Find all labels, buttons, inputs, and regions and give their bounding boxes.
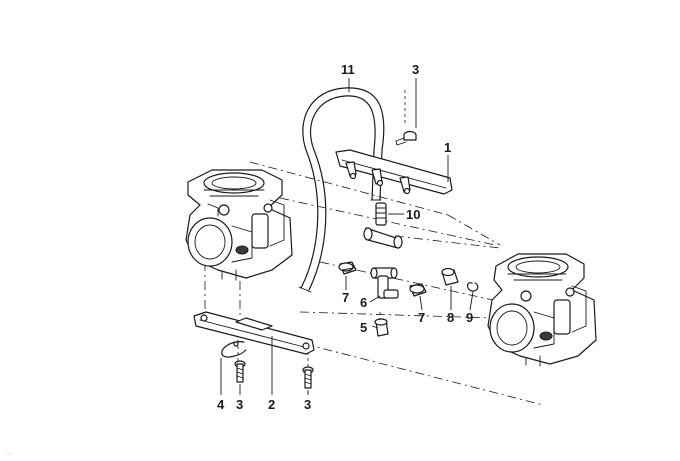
- callout-5: 5: [360, 320, 367, 335]
- tee-fitting-part-10: [363, 202, 403, 249]
- plug-part-5: [374, 318, 389, 337]
- callout-7-right: 7: [418, 310, 425, 325]
- screw-left-part-3: [234, 360, 246, 383]
- carburetor-left: [185, 169, 293, 281]
- callout-3-right: 3: [304, 397, 311, 412]
- screw-top-part-3: [395, 130, 417, 146]
- hose-part-11: [298, 87, 385, 293]
- callout-11: 11: [341, 62, 355, 77]
- callout-labels: 11 3 1 10 7 6 7 8 9 5 4 3 2 3: [217, 62, 473, 412]
- callout-1: 1: [444, 140, 451, 155]
- callout-8: 8: [447, 310, 454, 325]
- screw-right-part-3: [302, 366, 314, 389]
- clip-part-9: [466, 282, 479, 292]
- callout-6: 6: [360, 295, 367, 310]
- callout-2: 2: [268, 397, 275, 412]
- callout-3-top: 3: [412, 62, 419, 77]
- callout-3-left: 3: [236, 397, 243, 412]
- bracket-part-1: [335, 149, 453, 195]
- connector-right-part-7: [409, 283, 427, 297]
- watermark: —: [4, 449, 13, 459]
- callout-9: 9: [466, 310, 473, 325]
- callout-leaders: [220, 78, 474, 395]
- carburetor-right: [487, 253, 597, 367]
- callout-7-left: 7: [342, 290, 349, 305]
- callout-10: 10: [406, 207, 420, 222]
- clip-part-4: [221, 341, 247, 358]
- bracket-part-2: [193, 311, 315, 355]
- callout-4: 4: [217, 397, 225, 412]
- connector-left-part-7: [338, 261, 357, 275]
- cap-part-8: [441, 267, 459, 286]
- tee-piece-part-6: [370, 267, 399, 299]
